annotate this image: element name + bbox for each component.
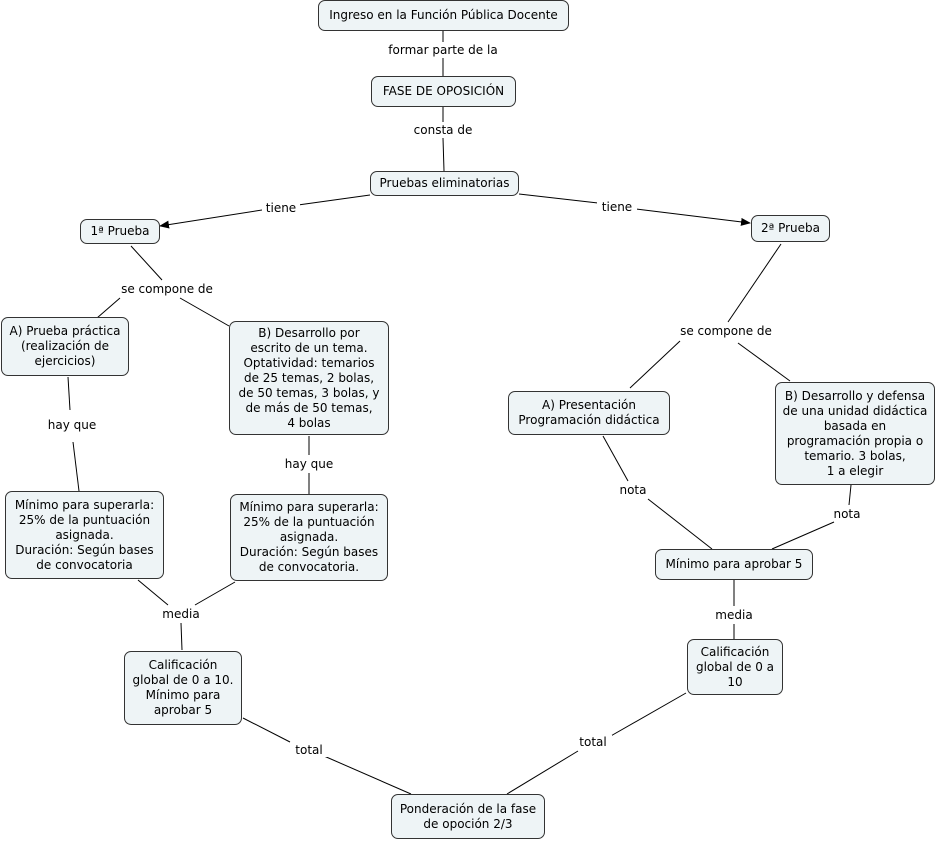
connector-line <box>67 376 71 411</box>
link-label-total-right: total <box>574 735 612 749</box>
connector-line <box>297 194 371 206</box>
node-fase-oposicion[interactable]: FASE DE OPOSICIÓN <box>371 76 516 107</box>
connector-line <box>629 340 681 389</box>
node-minimo-aprobar-5[interactable]: Mínimo para aprobar 5 <box>655 549 813 580</box>
connector-line <box>737 342 791 382</box>
link-label-consta-de: consta de <box>408 123 478 137</box>
node-desarrollo-escrito[interactable]: B) Desarrollo por escrito de un tema. Op… <box>229 321 389 435</box>
connector-line <box>72 441 80 492</box>
link-label-nota-b: nota <box>830 507 864 521</box>
connector-line <box>506 750 579 795</box>
connector-line[interactable] <box>159 209 263 229</box>
link-label-media-right: media <box>712 608 756 622</box>
connector-line <box>96 297 121 319</box>
node-calificacion-segunda[interactable]: Calificación global de 0 a 10 <box>687 639 783 695</box>
connector-line <box>130 245 163 281</box>
connector-line <box>771 521 835 550</box>
connector-line <box>180 622 183 651</box>
link-label-nota-a: nota <box>616 483 650 497</box>
link-label-media-left: media <box>159 607 203 621</box>
connector-line[interactable] <box>635 208 751 226</box>
link-label-tiene-left: tiene <box>262 201 300 215</box>
link-label-formar-parte: formar parte de la <box>380 43 506 57</box>
link-label-tiene-right: tiene <box>597 200 637 214</box>
connector-line <box>608 692 687 738</box>
node-segunda-prueba[interactable]: 2ª Prueba <box>751 215 830 242</box>
link-label-hay-que-b: hay que <box>280 457 338 471</box>
connector-line <box>727 243 782 323</box>
node-ingreso[interactable]: Ingreso en la Función Pública Docente <box>318 0 569 31</box>
connector-line <box>194 581 236 606</box>
connector-line <box>848 484 852 506</box>
node-presentacion-programacion[interactable]: A) Presentación Programación didáctica <box>508 391 670 435</box>
connector-line <box>137 579 169 606</box>
connector-line <box>442 137 445 172</box>
connector-line <box>647 498 713 550</box>
node-pruebas-eliminatorias[interactable]: Pruebas eliminatorias <box>370 171 519 196</box>
connector-line <box>602 435 629 482</box>
connector-line <box>518 193 599 204</box>
node-prueba-practica[interactable]: A) Prueba práctica (realización de ejerc… <box>1 317 129 376</box>
link-label-total-left: total <box>290 743 328 757</box>
node-ponderacion[interactable]: Ponderación de la fase de opoción 2/3 <box>391 794 545 839</box>
node-minimo-superarla-b[interactable]: Mínimo para superarla: 25% de la puntuac… <box>230 494 388 581</box>
node-desarrollo-defensa[interactable]: B) Desarrollo y defensa de una unidad di… <box>775 382 935 485</box>
connector-line <box>242 717 291 743</box>
node-calificacion-primera[interactable]: Calificación global de 0 a 10. Mínimo pa… <box>124 651 242 725</box>
connector-line <box>323 755 412 795</box>
link-label-hay-que-a: hay que <box>43 418 101 432</box>
connector-line <box>179 297 230 327</box>
node-minimo-superarla-a[interactable]: Mínimo para superarla: 25% de la puntuac… <box>5 491 164 579</box>
node-primera-prueba[interactable]: 1ª Prueba <box>80 219 160 244</box>
link-label-se-compone-left: se compone de <box>115 282 219 296</box>
link-label-se-compone-right: se compone de <box>674 324 778 338</box>
